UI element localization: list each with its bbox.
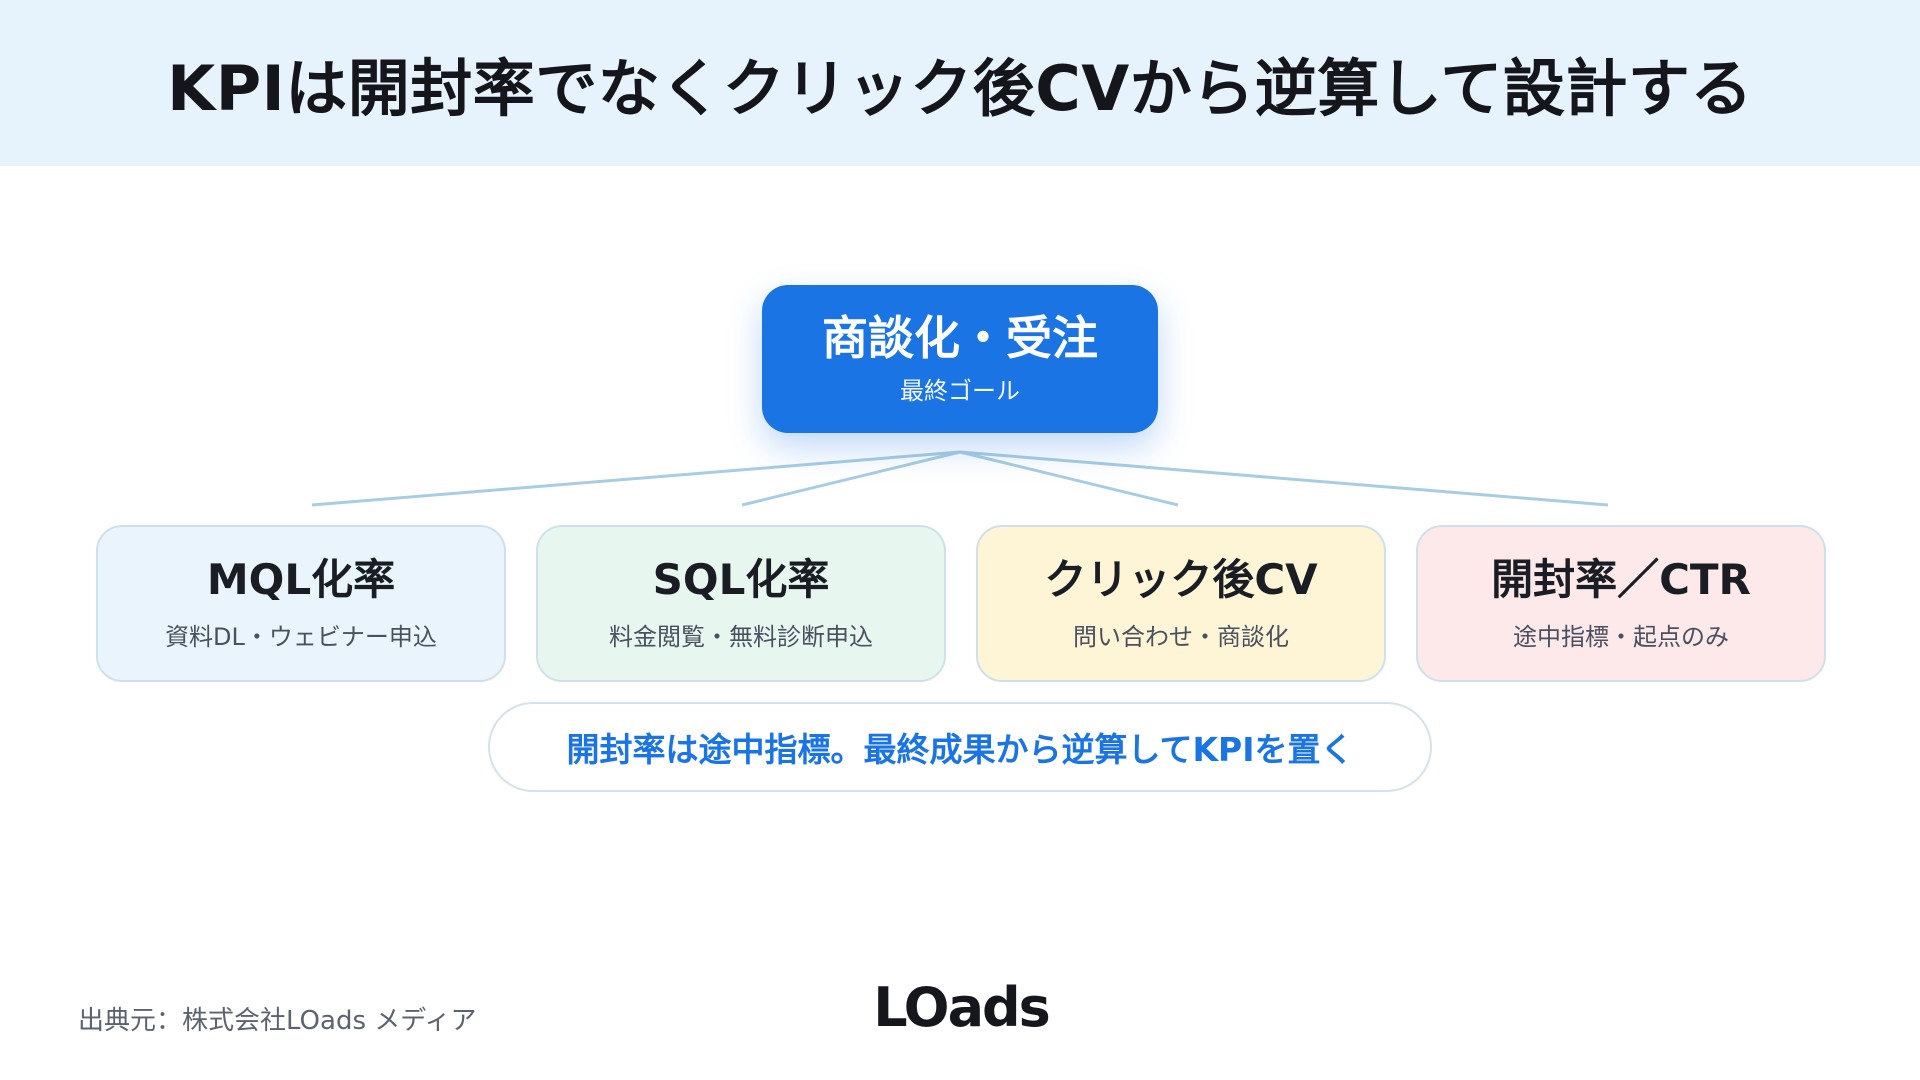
metric-card-click-cv: クリック後CV 問い合わせ・商談化 [976, 525, 1386, 682]
goal-box: 商談化・受注 最終ゴール [762, 285, 1158, 433]
metric-card-sql: SQL化率 料金閲覧・無料診断申込 [536, 525, 946, 682]
metric-title: 開封率／CTR [1491, 554, 1751, 604]
loads-logo: LOads [866, 975, 1056, 1039]
source-credit: 出典元：株式会社LOads メディア [78, 1006, 477, 1036]
metric-subtitle: 問い合わせ・商談化 [1073, 623, 1289, 652]
logo-text: LOads [873, 975, 1051, 1039]
metric-title: クリック後CV [1044, 554, 1318, 604]
metric-subtitle: 料金閲覧・無料診断申込 [609, 623, 873, 652]
metric-subtitle: 資料DL・ウェビナー申込 [165, 623, 437, 652]
connector-line-mql [311, 450, 961, 507]
metric-title: MQL化率 [206, 554, 396, 604]
connector-line-open [959, 450, 1609, 507]
header-banner: KPIは開封率でなくクリック後CVから逆算して設計する [0, 0, 1920, 166]
page-title: KPIは開封率でなくクリック後CVから逆算して設計する [167, 52, 1753, 125]
metric-card-mql: MQL化率 資料DL・ウェビナー申込 [96, 525, 506, 682]
connector-line-cv [959, 450, 1179, 507]
summary-note-text: 開封率は途中指標。最終成果から逆算してKPIを置く [566, 730, 1354, 769]
metric-subtitle: 途中指標・起点のみ [1513, 623, 1729, 652]
metric-title: SQL化率 [652, 554, 830, 604]
metric-card-open-rate: 開封率／CTR 途中指標・起点のみ [1416, 525, 1826, 682]
summary-note: 開封率は途中指標。最終成果から逆算してKPIを置く [488, 702, 1432, 792]
goal-title: 商談化・受注 [822, 311, 1098, 366]
goal-subtitle: 最終ゴール [900, 376, 1020, 405]
connector-line-sql [741, 450, 961, 507]
